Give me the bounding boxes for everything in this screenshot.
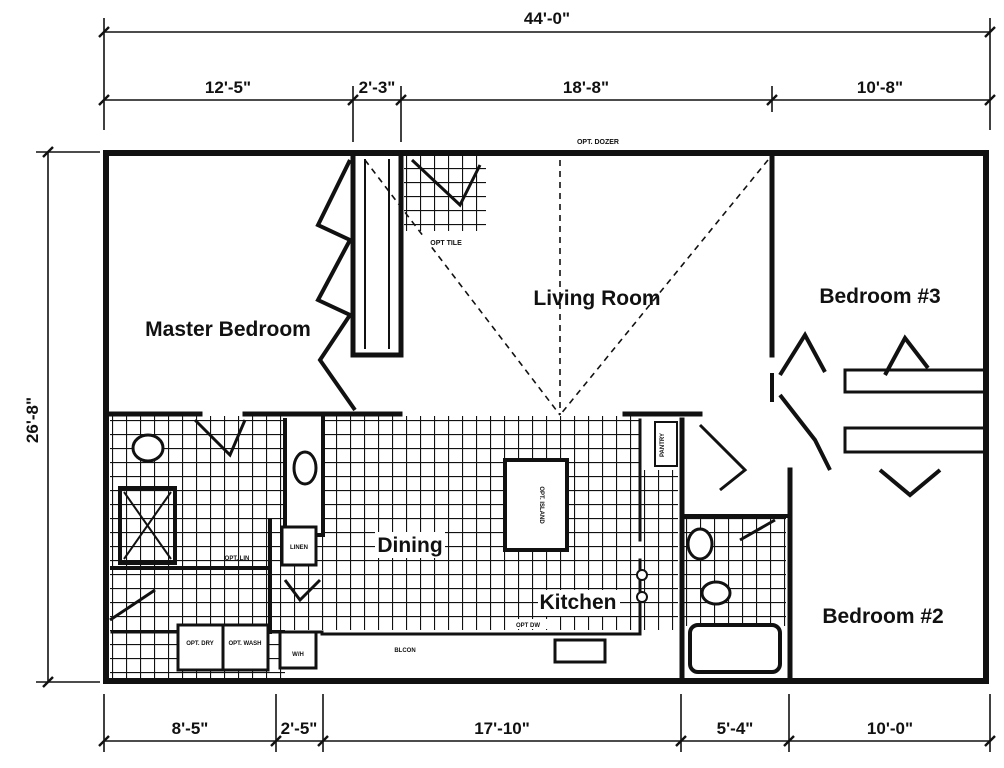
- dining-label: Dining: [377, 534, 442, 557]
- tile-floors: [110, 156, 786, 680]
- top-segment-1-label: 12'-5": [205, 78, 251, 97]
- living-room-label: Living Room: [533, 287, 660, 310]
- opt-dozer-note: OPT. DOZER: [577, 139, 619, 146]
- dining-label-group: Dining: [375, 532, 445, 558]
- fixtures: [131, 421, 782, 674]
- shower: [118, 486, 177, 565]
- bedroom-3-label: Bedroom #3: [819, 285, 940, 308]
- kitchen-label: Kitchen: [539, 591, 616, 614]
- top-segment-4-label: 10'-8": [857, 78, 903, 97]
- master-toilet-icon: [131, 433, 165, 463]
- bathtub-icon: [688, 623, 782, 674]
- overall-depth-label: 26'-8": [23, 397, 42, 443]
- linen-note: LINEN: [290, 545, 308, 551]
- bedroom-2-label: Bedroom #2: [822, 605, 943, 628]
- master-sink-icon: [292, 450, 318, 486]
- dimension-ticks: [42, 26, 996, 747]
- opt-dry-note: OPT. DRY: [186, 641, 213, 647]
- blcon-note: BLCON: [394, 648, 415, 654]
- bottom-segment-5-label: 10'-0": [867, 719, 913, 738]
- top-segment-3-label: 18'-8": [563, 78, 609, 97]
- kitchen-label-group: Kitchen: [538, 590, 620, 616]
- kitchen-island: [503, 458, 569, 552]
- overall-width-label: 44'-0": [524, 9, 570, 28]
- vault-lines: [364, 159, 769, 416]
- master-bedroom-label: Master Bedroom: [145, 318, 311, 341]
- opt-tile-note: OPT TILE: [430, 240, 462, 247]
- small-notes: OPT. DOZER OPT TILE OPT. ISLAND PANTRY L…: [186, 134, 666, 658]
- hall-sink-icon: [686, 527, 714, 561]
- closet-doors: [315, 159, 942, 498]
- pantry-note: PANTRY: [660, 433, 666, 457]
- bottom-segment-3-label: 17'-10": [474, 719, 530, 738]
- top-segment-2-label: 2'-3": [359, 78, 396, 97]
- opt-wash-note: OPT. WASH: [228, 641, 261, 647]
- bottom-segment-2-label: 2'-5": [281, 719, 318, 738]
- opt-dw-note: OPT DW: [516, 623, 540, 629]
- door-swings: [109, 158, 776, 622]
- opt-island-note: OPT. ISLAND: [538, 486, 544, 524]
- opt-lin-note: OPT. LIN: [225, 556, 250, 562]
- bottom-segment-4-label: 5'-4": [717, 719, 754, 738]
- kitchen-sink-icon: [553, 638, 607, 664]
- hall-toilet-icon: [700, 580, 732, 606]
- wh-note: W/H: [292, 652, 304, 658]
- bottom-segment-1-label: 8'-5": [172, 719, 209, 738]
